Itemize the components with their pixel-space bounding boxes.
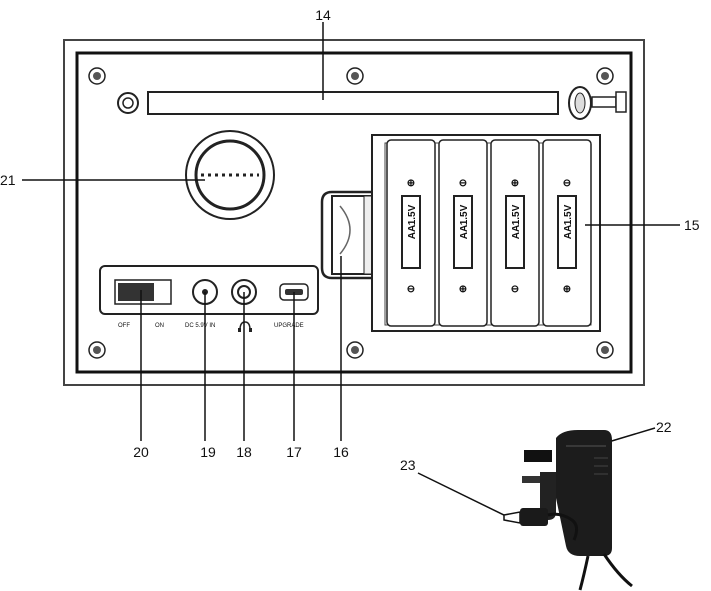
callout-18: 18: [236, 444, 252, 460]
callout-17: 17: [286, 444, 302, 460]
screw-top-right: [596, 67, 614, 85]
battery-1-type: AA: [407, 225, 418, 239]
on-label: ON: [155, 323, 164, 329]
screw-bottom-middle: [346, 341, 364, 359]
screw-bottom-left: [88, 341, 106, 359]
battery-3-type: AA: [511, 225, 522, 239]
telescopic-antenna[interactable]: [117, 86, 627, 120]
screw-bottom-right: [596, 341, 614, 359]
battery-slot-2: ⊖ AA 1.5V ⊕: [438, 139, 488, 327]
battery-4-voltage: 1.5V: [563, 204, 574, 225]
callout-16: 16: [333, 444, 349, 460]
callout-22: 22: [656, 419, 672, 435]
battery-4-type: AA: [563, 225, 574, 239]
battery-slot-3: ⊕ AA 1.5V ⊖: [490, 139, 540, 327]
callout-15: 15: [684, 217, 700, 233]
dc-in-label: DC 5.9V IN: [185, 323, 215, 329]
battery-1-bottom-pole: ⊖: [407, 284, 415, 295]
battery-4-bottom-pole: ⊕: [563, 284, 571, 295]
battery-1-top-pole: ⊕: [407, 178, 415, 189]
battery-3-top-pole: ⊕: [511, 178, 519, 189]
callout-23: 23: [400, 457, 416, 473]
callout-19: 19: [200, 444, 216, 460]
battery-2-voltage: 1.5V: [459, 204, 470, 225]
battery-4-top-pole: ⊖: [563, 178, 571, 189]
callout-lines: [22, 22, 680, 519]
upgrade-label: UPGRADE: [274, 323, 304, 329]
battery-slot-4: ⊖ AA 1.5V ⊕: [542, 139, 592, 327]
battery-3-bottom-pole: ⊖: [511, 284, 519, 295]
battery-2-type: AA: [459, 225, 470, 239]
battery-3-voltage: 1.5V: [511, 204, 522, 225]
callout-14: 14: [315, 7, 331, 23]
speaker: [185, 130, 275, 220]
screw-top-middle: [346, 67, 364, 85]
callout-20: 20: [133, 444, 149, 460]
power-adapter: [522, 430, 633, 591]
power-switch[interactable]: [114, 279, 172, 305]
battery-1-voltage: 1.5V: [407, 204, 418, 225]
callout-21: 21: [0, 172, 16, 188]
battery-slot-1: ⊕ AA 1.5V ⊖: [386, 139, 436, 327]
off-label: OFF: [118, 323, 130, 329]
battery-2-top-pole: ⊖: [459, 178, 467, 189]
headphone-icon: [238, 321, 252, 332]
battery-2-bottom-pole: ⊕: [459, 284, 467, 295]
dc-plug: [503, 508, 579, 541]
screw-top-left: [88, 67, 106, 85]
